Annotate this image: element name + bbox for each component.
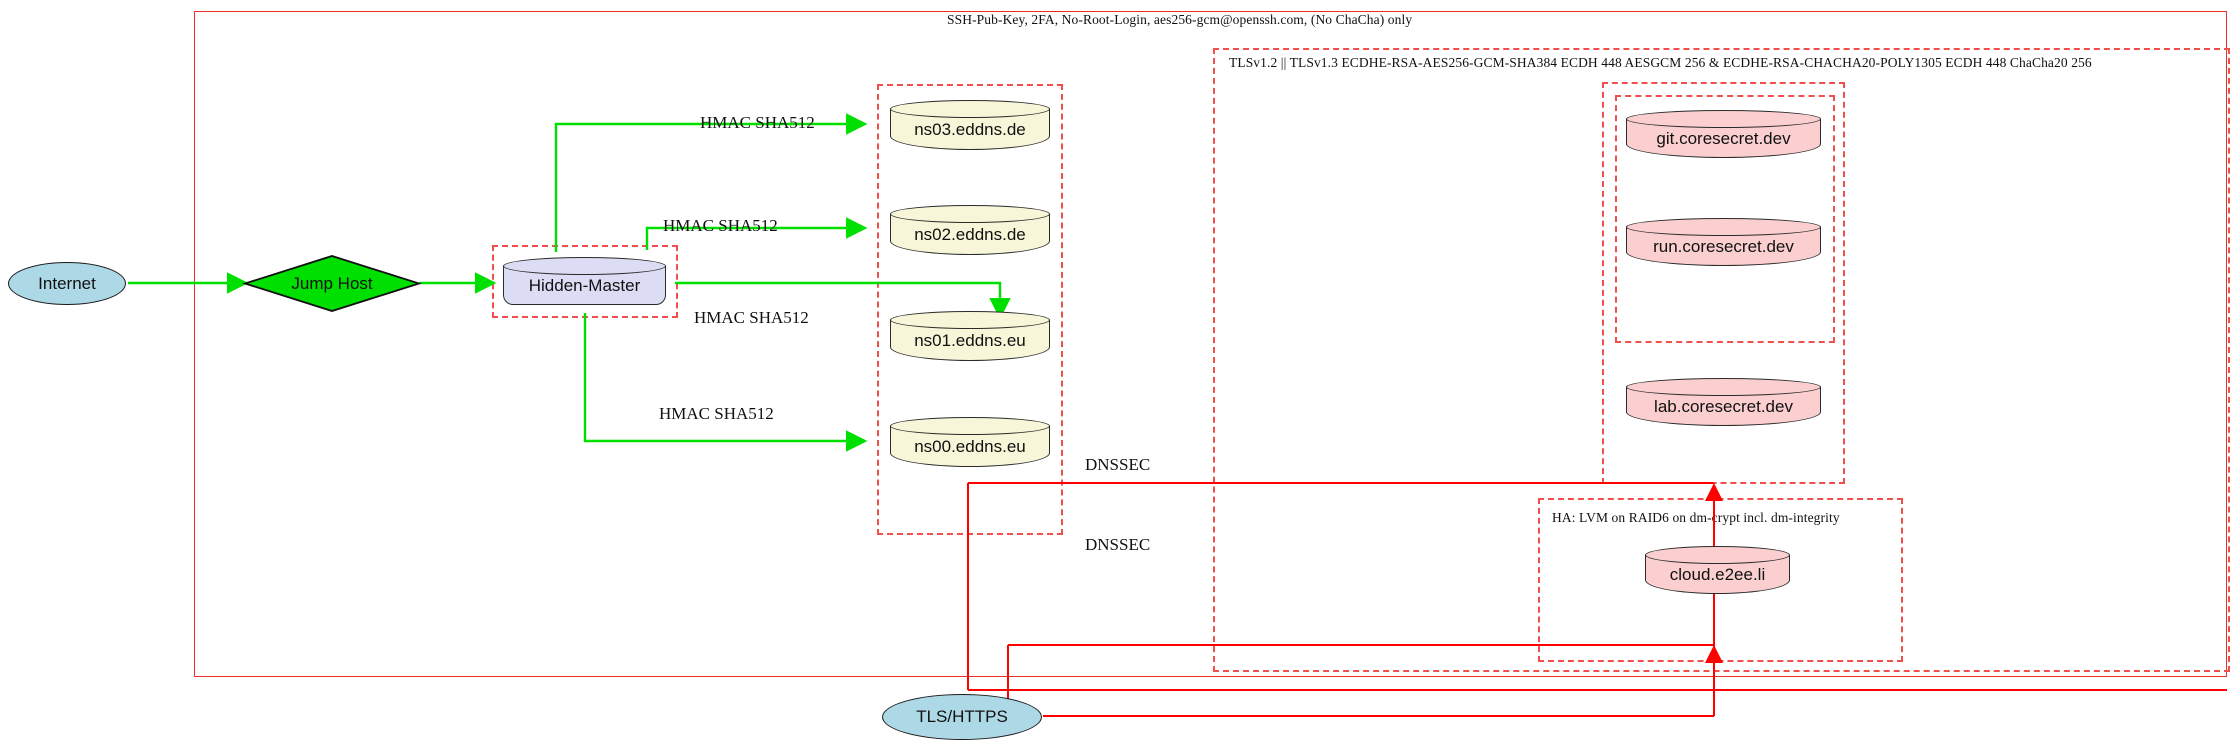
node-run-coresecret[interactable]: run.coresecret.dev [1626, 218, 1821, 266]
node-ns03-top [890, 100, 1050, 118]
cluster-dns-boundary [877, 84, 1063, 535]
node-tls-https-label: TLS/HTTPS [916, 707, 1008, 726]
cluster-coresecret-outer-boundary [1602, 82, 1845, 484]
node-lab-coresecret[interactable]: lab.coresecret.dev [1626, 378, 1821, 426]
edge-label-dnssec-1: DNSSEC [1085, 455, 1151, 474]
node-cloud-e2ee-top [1645, 546, 1790, 564]
node-hidden-master[interactable]: Hidden-Master [503, 257, 666, 305]
edge-label-hmac-ns01: HMAC SHA512 [694, 308, 809, 327]
cluster-coresecret-inner-boundary [1615, 95, 1835, 343]
node-git-coresecret-label: git.coresecret.dev [1656, 128, 1791, 148]
node-ns00-top [890, 417, 1050, 435]
node-ns01-label: ns01.eddns.eu [914, 330, 1026, 350]
node-run-coresecret-label: run.coresecret.dev [1653, 236, 1794, 256]
node-ns01[interactable]: ns01.eddns.eu [890, 311, 1050, 361]
edge-label-hmac-ns00: HMAC SHA512 [659, 404, 774, 423]
node-cloud-e2ee-label: cloud.e2ee.li [1669, 564, 1766, 584]
node-ns00-label: ns00.eddns.eu [914, 436, 1026, 456]
cluster-ha-label: HA: LVM on RAID6 on dm-crypt incl. dm-in… [1552, 510, 1840, 525]
edge-label-hmac-ns03: HMAC SHA512 [700, 113, 815, 132]
cluster-tls-boundary [1213, 48, 2230, 672]
cluster-ssh-label: SSH-Pub-Key, 2FA, No-Root-Login, aes256-… [947, 12, 1413, 27]
node-internet[interactable]: Internet [8, 262, 126, 305]
cluster-tls-label: TLSv1.2 || TLSv1.3 ECDHE-RSA-AES256-GCM-… [1229, 55, 2092, 70]
node-git-coresecret-top [1626, 110, 1821, 128]
node-run-coresecret-top [1626, 218, 1821, 236]
node-ns02-top [890, 205, 1050, 223]
node-lab-coresecret-label: lab.coresecret.dev [1654, 396, 1793, 416]
node-hidden-master-label: Hidden-Master [528, 275, 641, 295]
node-ns02-label: ns02.eddns.de [914, 224, 1026, 244]
node-cloud-e2ee[interactable]: cloud.e2ee.li [1645, 546, 1790, 594]
node-lab-coresecret-top [1626, 378, 1821, 396]
node-git-coresecret[interactable]: git.coresecret.dev [1626, 110, 1821, 158]
node-ns00[interactable]: ns00.eddns.eu [890, 417, 1050, 467]
node-tls-https[interactable]: TLS/HTTPS [882, 694, 1042, 740]
node-ns03[interactable]: ns03.eddns.de [890, 100, 1050, 150]
node-ns02[interactable]: ns02.eddns.de [890, 205, 1050, 255]
node-jump-host[interactable]: Jump Host [242, 255, 422, 312]
node-ns01-top [890, 311, 1050, 329]
node-hidden-master-top [503, 257, 666, 275]
edge-label-hmac-ns02: HMAC SHA512 [663, 216, 778, 235]
node-ns03-label: ns03.eddns.de [914, 119, 1026, 139]
edge-label-dnssec-2: DNSSEC [1085, 535, 1151, 554]
cluster-ssh-boundary [194, 11, 2227, 677]
node-internet-label: Internet [38, 273, 96, 293]
